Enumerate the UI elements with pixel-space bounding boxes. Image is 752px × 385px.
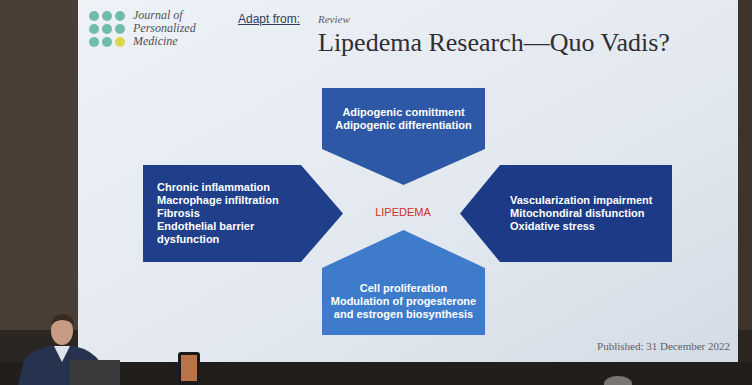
arrow-fill — [322, 230, 485, 335]
box-text: Oxidative stress — [510, 220, 668, 233]
box-text: Mitochondiral disfunction — [510, 207, 668, 220]
publish-date: Published: 31 December 2022 — [540, 340, 730, 353]
center-term: LIPEDEMA — [358, 206, 448, 219]
audience-phone — [178, 352, 200, 385]
arrow-shape — [322, 88, 485, 185]
logo-dots — [89, 11, 125, 47]
text-area: Adipogenic comittmentAdipogenic differen… — [322, 88, 485, 149]
arrow-fill — [460, 165, 672, 262]
box-text: Adipogenic differentiation — [328, 119, 479, 132]
arrow-box: Adipogenic comittmentAdipogenic differen… — [322, 88, 485, 185]
text-area: Cell proliferationModulation of progeste… — [322, 268, 485, 335]
text-group: Adipogenic comittmentAdipogenic differen… — [328, 106, 479, 132]
journal-name: Journal of Personalized Medicine — [133, 9, 219, 48]
box-text: Chronic inflammation — [157, 181, 295, 194]
audience-head — [604, 376, 632, 385]
source-note: Adapt from: — [238, 12, 318, 26]
text-area: Vascularization impairmentMitochondiral … — [500, 165, 672, 262]
box-text: Macrophage infiltration — [157, 194, 295, 207]
text-group: Vascularization impairmentMitochondiral … — [510, 194, 668, 233]
text-area: Chronic inflammationMacrophage infiltrat… — [143, 165, 301, 262]
arrow-fill — [143, 165, 343, 262]
box-text: Cell proliferation — [328, 282, 479, 295]
slide-title: Lipedema Research—Quo Vadis? — [318, 27, 698, 58]
box-text: Fibrosis — [157, 207, 295, 220]
box-text: Vascularization impairment — [510, 194, 668, 207]
presenter — [18, 314, 120, 385]
right-wall — [738, 0, 752, 330]
arrow-box: Vascularization impairmentMitochondiral … — [460, 165, 672, 262]
left-wall — [0, 0, 78, 330]
text-group: Chronic inflammationMacrophage infiltrat… — [157, 181, 295, 246]
projection-screen — [78, 0, 738, 362]
arrow-box: Cell proliferationModulation of progeste… — [322, 230, 485, 335]
box-text: Endothelial barrier dysfunction — [157, 220, 295, 246]
arrow-box: Chronic inflammationMacrophage infiltrat… — [143, 165, 343, 262]
box-text: Modulation of progesterone and estrogen … — [328, 295, 479, 321]
article-type: Review — [318, 13, 398, 26]
arrow-fill — [322, 88, 485, 185]
text-group: Cell proliferationModulation of progeste… — [328, 282, 479, 321]
box-text: Adipogenic comittment — [328, 106, 479, 119]
